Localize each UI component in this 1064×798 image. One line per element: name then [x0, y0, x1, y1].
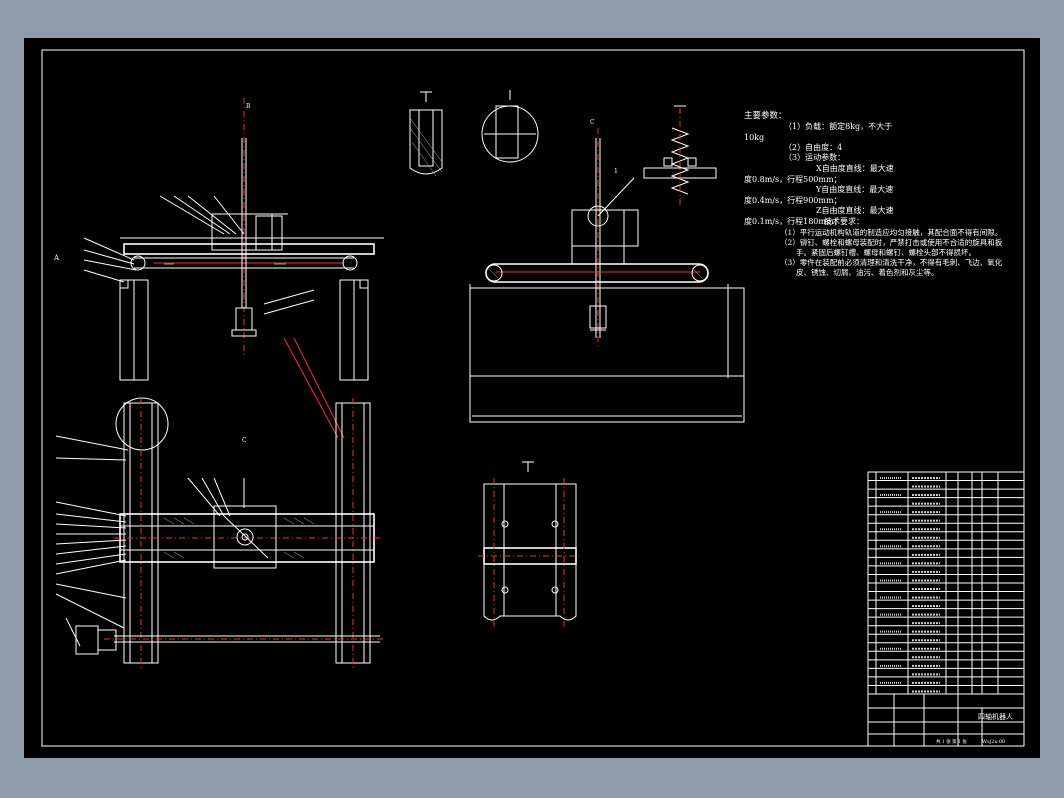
drawing-frame	[41, 49, 1025, 747]
param-line: （1）负载：额定8kg，不大于	[784, 121, 892, 131]
param-line: X自由度直线：最大速	[816, 163, 894, 173]
param-line: （3）运动参数：	[784, 152, 845, 162]
parts-list	[867, 471, 1025, 695]
requirement-line: 手。紧固后螺钉槽、螺母和螺钉、螺栓头部不得损坏。	[796, 247, 976, 257]
param-line: 度0.4m/s，行程900mm；	[744, 195, 842, 205]
front-view: B A	[53, 98, 384, 439]
param-line: 度0.1m/s，行程180mm；	[744, 216, 842, 226]
parameters-notes: 主要参数： （1）负载：额定8kg，不大于 10kg （2）自由度：4 （3）运…	[744, 110, 1003, 277]
param-line: （2）自由度：4	[784, 142, 842, 152]
param-line: Z自由度直线：最大速	[816, 205, 894, 215]
title-sheet: 共 1 张 第 1 张	[936, 738, 967, 745]
requirement-line: （2）铆钉、螺栓和螺母装配时，严禁打击或使用不合适的旋具和扳	[780, 237, 1003, 247]
svg-text:C: C	[242, 437, 247, 444]
requirement-line: （1）平行运动机构轨道的制造应均匀接触，其配合面不得有间隙。	[780, 227, 1002, 237]
title-block: 四轴机器人 Wsj2x-00 共 1 张 第 1 张	[867, 693, 1025, 747]
svg-text:A: A	[53, 254, 60, 262]
bracket-section	[478, 461, 582, 628]
drawing-sheet: B A	[24, 38, 1040, 758]
requirements-heading: 技术要求：	[824, 216, 864, 226]
title-drawing-no: Wsj2x-00	[982, 739, 1005, 745]
svg-text:C: C	[590, 119, 595, 126]
param-line: 度0.8m/s，行程500mm；	[744, 174, 842, 184]
cad-drawing-canvas: B A	[41, 49, 1025, 747]
top-view: C	[55, 397, 384, 668]
svg-text:1: 1	[614, 168, 618, 175]
section-details	[409, 90, 717, 206]
param-line: 10kg	[744, 133, 764, 142]
param-line: Y自由度直线：最大速	[815, 184, 893, 194]
title-name: 四轴机器人	[978, 712, 1013, 721]
requirement-line: 皮、锈蚀、切屑、油污、着色剂和灰尘等。	[796, 267, 939, 277]
requirement-line: （3）零件在装配前必须清理和清洗干净，不得有毛刺、飞边、氧化	[780, 257, 1003, 267]
side-view: C 1	[469, 119, 745, 423]
params-heading: 主要参数：	[744, 110, 787, 121]
svg-text:B: B	[246, 103, 251, 110]
